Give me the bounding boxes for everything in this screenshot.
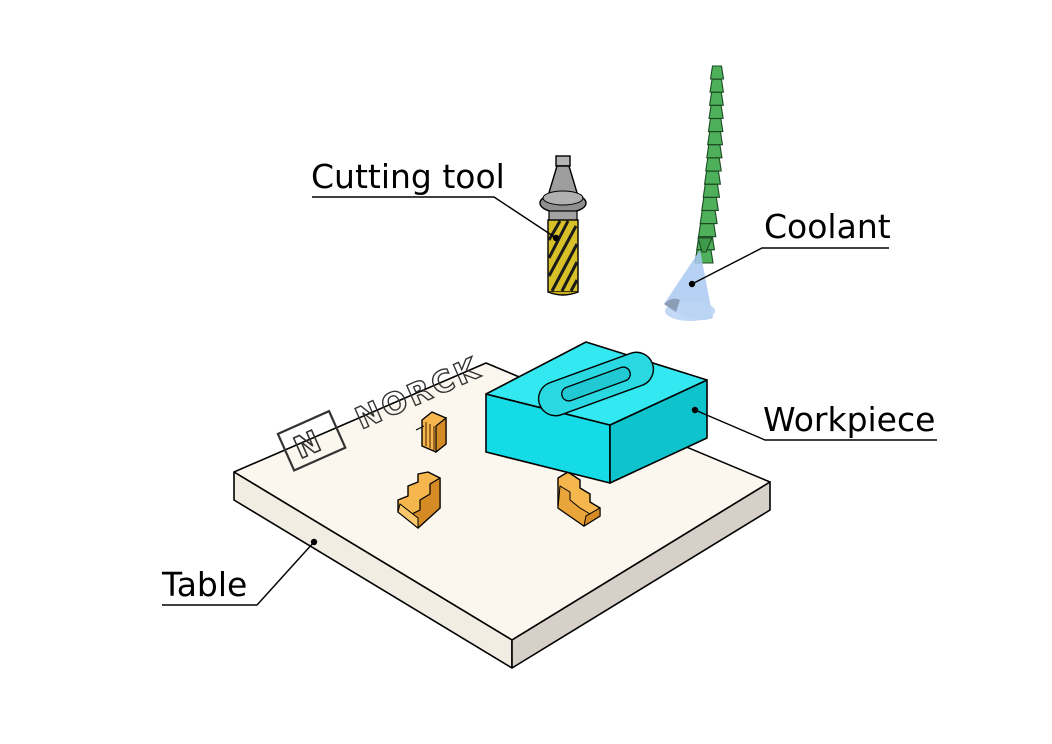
coolant-pipe-segment	[707, 131, 724, 146]
clamp-rear	[415, 411, 447, 454]
coolant-pipe-segment	[697, 223, 717, 238]
coolant-pipe-segment	[706, 144, 723, 159]
table-side-face	[511, 481, 771, 669]
coolant-pipe-segment	[699, 210, 718, 225]
label-cutting-tool: Cutting tool	[311, 157, 505, 196]
coolant-pipe-segment	[709, 78, 725, 93]
leader-cutting-tool	[312, 196, 557, 239]
coolant-nozzle	[697, 237, 713, 253]
logo-mark-frame	[276, 409, 347, 472]
coolant-pipe-segment	[707, 118, 724, 133]
label-workpiece: Workpiece	[763, 400, 935, 439]
workpiece	[485, 341, 708, 484]
leader-workpiece	[694, 409, 937, 441]
coolant-pipe-segment	[708, 91, 724, 106]
coolant-pipe-segment	[709, 65, 725, 80]
clamp-left	[397, 471, 441, 530]
leader-table	[162, 541, 315, 606]
label-coolant: Coolant	[764, 207, 891, 246]
coolant-pipe-segment	[701, 196, 719, 211]
coolant-pipe	[694, 65, 725, 264]
coolant-pipe-segment	[705, 157, 722, 172]
coolant-spray	[664, 250, 715, 321]
label-table: Table	[161, 565, 247, 604]
coolant-pipe-segment	[708, 104, 724, 119]
clamp-right	[557, 471, 601, 528]
leader-coolant	[691, 247, 889, 285]
workpiece-pocket	[537, 351, 655, 417]
coolant-pipe-segment	[702, 183, 721, 198]
tool-tip	[555, 155, 571, 167]
coolant-pipe-segment	[703, 170, 722, 185]
cutting-tool	[539, 155, 587, 296]
